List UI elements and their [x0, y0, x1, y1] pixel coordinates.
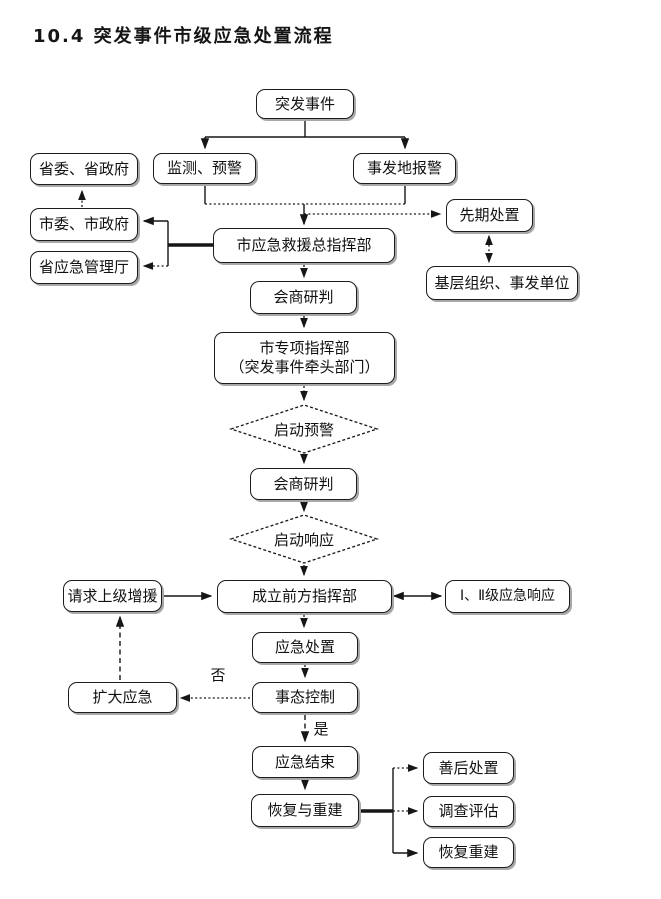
- decision-start-response-shape: [228, 514, 380, 564]
- node-provincial-emergency-dept: 省应急管理厅: [30, 251, 138, 284]
- decision-start-warning-shape: [228, 404, 380, 454]
- node-rebuild: 恢复重建: [423, 837, 514, 868]
- page-title: 10.4 突发事件市级应急处置流程: [33, 26, 334, 47]
- node-initial-disposal: 先期处置: [446, 199, 533, 232]
- node-response-level: Ⅰ、Ⅱ级应急响应: [445, 580, 570, 613]
- node-front-hq: 成立前方指挥部: [217, 580, 392, 613]
- node-expand-emergency: 扩大应急: [68, 682, 177, 713]
- node-investigation-evaluation: 调查评估: [423, 796, 514, 827]
- node-emergency-event: 突发事件: [256, 89, 354, 119]
- node-provincial-party-gov: 省委、省政府: [30, 153, 138, 185]
- node-request-reinforcement: 请求上级增援: [63, 580, 162, 612]
- decision-start-warning-label: 启动预警: [273, 420, 334, 439]
- decision-start-response-label: 启动响应: [273, 530, 334, 549]
- node-recovery-reconstruction: 恢复与重建: [251, 794, 359, 827]
- node-special-hq: 市专项指挥部 （突发事件牵头部门）: [214, 332, 395, 384]
- node-monitoring-warning: 监测、预警: [153, 153, 256, 184]
- node-city-rescue-hq: 市应急救援总指挥部: [213, 228, 395, 263]
- node-city-party-gov: 市委、市政府: [30, 208, 138, 241]
- node-consultation-2: 会商研判: [250, 468, 357, 500]
- node-aftermath-disposal: 善后处置: [423, 752, 514, 784]
- node-grassroots-units: 基层组织、事发单位: [426, 266, 578, 300]
- node-incident-alarm: 事发地报警: [353, 153, 456, 184]
- node-consultation-1: 会商研判: [250, 281, 357, 314]
- edge-label-yes: 是: [313, 720, 329, 738]
- edge-label-no: 否: [210, 666, 226, 684]
- node-situation-control: 事态控制: [252, 682, 358, 713]
- node-emergency-end: 应急结束: [252, 746, 358, 778]
- node-emergency-disposal: 应急处置: [252, 632, 358, 663]
